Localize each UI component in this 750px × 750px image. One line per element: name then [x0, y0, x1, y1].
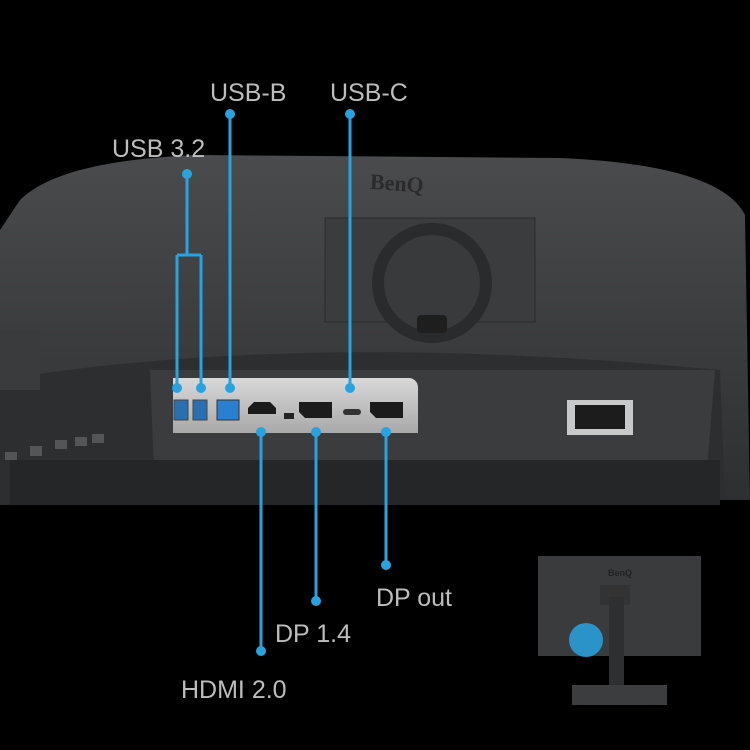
- stand-mount-inner: [384, 235, 480, 331]
- control-buttons: [5, 434, 104, 460]
- callout-dpout: DP out: [376, 427, 452, 612]
- power-socket-inner: [575, 405, 625, 429]
- thumbnail-highlight: [569, 623, 603, 657]
- usb-a-port-2: [192, 399, 208, 421]
- dp-out-port: [370, 402, 403, 418]
- thumbnail-base: [572, 685, 667, 705]
- label-usbb: USB-B: [210, 79, 286, 107]
- brand-logo: BenQ: [369, 169, 424, 198]
- release-button: [417, 315, 447, 333]
- thumbnail-logo: BenQ: [608, 568, 632, 578]
- label-usb32: USB 3.2: [112, 135, 205, 163]
- dp-in-port: [299, 402, 332, 418]
- side-panel: [0, 330, 40, 390]
- label-dp14: DP 1.4: [275, 620, 351, 648]
- vent-grille: [10, 460, 720, 505]
- callout-hdmi: HDMI 2.0: [181, 427, 287, 704]
- callout-dp14: DP 1.4: [275, 427, 351, 648]
- usb-b-port: [216, 399, 240, 421]
- kensington-slot: [284, 413, 294, 419]
- usb-c-port: [343, 409, 361, 415]
- monitor-thumbnail: BenQ: [538, 556, 701, 705]
- label-dpout: DP out: [376, 584, 452, 612]
- label-usbc: USB-C: [330, 79, 408, 107]
- usb-a-port-1: [173, 399, 189, 421]
- callout-usbc: USB-C: [330, 79, 408, 393]
- callout-usbb: USB-B: [210, 79, 286, 393]
- callout-usb32: USB 3.2: [112, 135, 206, 393]
- label-hdmi: HDMI 2.0: [181, 676, 287, 704]
- thumbnail-stand: [609, 597, 624, 697]
- hdmi-port: [248, 402, 276, 414]
